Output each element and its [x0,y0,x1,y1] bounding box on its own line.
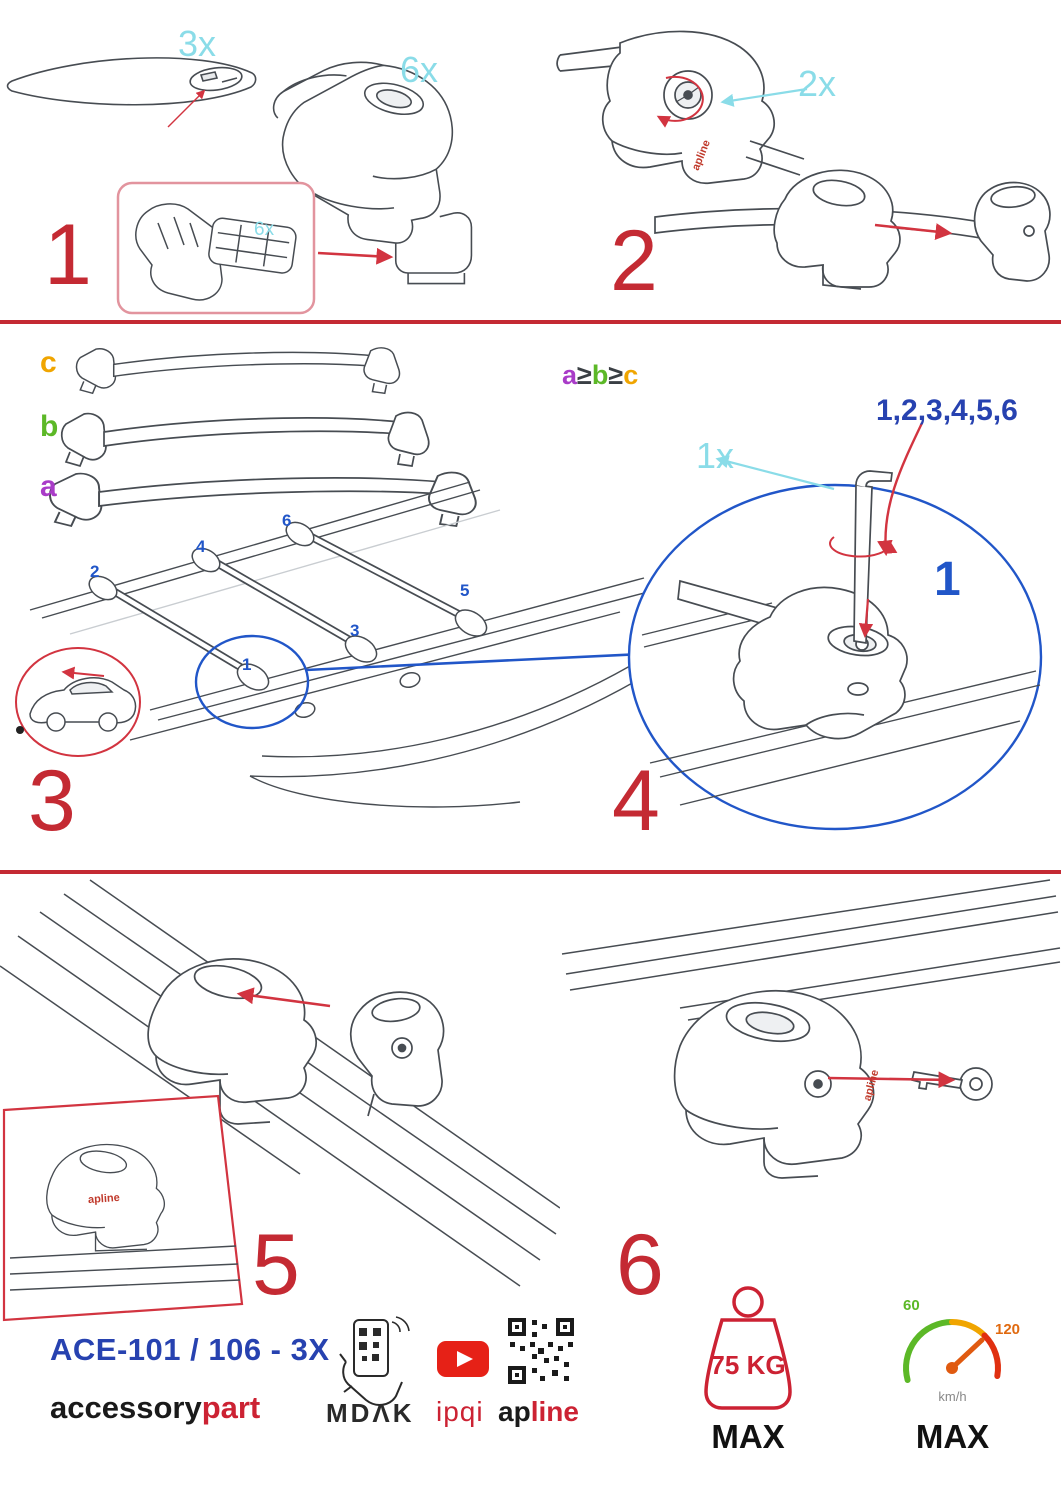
step6-illustration [561,879,1061,1179]
step1-illustration [6,57,473,315]
bar-label-b: b [40,410,59,443]
youtube-icon [437,1341,489,1377]
section-divider [0,870,1061,874]
step5-number: 5 [252,1217,300,1313]
wing-bar-drawing [6,57,257,106]
bar-c-drawing [75,347,401,395]
step4-illustration [627,422,1043,831]
position-5: 5 [460,581,470,600]
step1-foot-qty: 6x [400,49,439,90]
weight-max-label: MAX [711,1418,785,1455]
position-4: 4 [196,537,206,556]
step1-pad-qty: 6x [254,219,275,240]
key-icon [910,1067,993,1101]
model-number: ACE-101 / 106 - 3X [50,1332,330,1367]
cover-piece-drawing [349,991,445,1117]
step3-number: 3 [28,753,76,849]
bar-label-c: c [40,346,57,379]
speed-unit-label: km/h [938,1389,967,1404]
step1-number: 1 [44,207,92,303]
speedometer-icon [903,1319,1001,1383]
position-1: 1 [242,655,252,674]
mdak-logo: MDΛK [326,1398,415,1428]
car-inset [15,647,141,757]
speed-red-label: 120 [995,1321,1021,1338]
apline-logo-inset: apline [87,1191,121,1207]
step4-key-qty: 1x [696,435,735,476]
position-2: 2 [90,562,100,581]
apline-logo: apline [498,1396,579,1427]
step5-illustration [0,879,560,1322]
step4-number: 4 [612,753,660,849]
roof-diagram [29,481,648,808]
step2-number: 2 [610,213,658,309]
tighten-order: 1,2,3,4,5,6 [876,394,1018,427]
bar-label-a: a [40,470,57,503]
bar-b-drawing [60,411,430,467]
bar-endcap-drawing [654,169,1051,290]
tighten-final: 1 [934,553,961,606]
step1-bar-qty: 3x [178,23,217,64]
qr-code-icon [508,1318,574,1384]
foot-drawing [272,61,473,285]
speed-green-label: 60 [903,1297,920,1314]
weight-limit-label: 75 KG [710,1350,786,1380]
step2-screw-qty: 2x [798,63,837,104]
foot-lock-drawing [673,989,875,1179]
weight-limit-icon [704,1286,792,1410]
step3-illustration [15,347,648,808]
ipqi-logo: ipqi [436,1396,484,1427]
step2-illustration [556,30,1051,290]
position-6: 6 [282,511,292,530]
allen-key-icon [853,470,893,644]
rubber-pad-inset [116,181,316,315]
assembled-inset [2,1094,244,1322]
step6-number: 6 [616,1217,664,1313]
size-inequality: a≥b≥c [562,360,639,390]
position-3: 3 [350,621,360,640]
speed-max-label: MAX [915,1418,990,1455]
brand-logo: accessorypart [50,1390,261,1425]
foot-with-screw-drawing [556,30,805,185]
phone-scan-icon [339,1316,410,1406]
section-divider [0,320,1061,324]
